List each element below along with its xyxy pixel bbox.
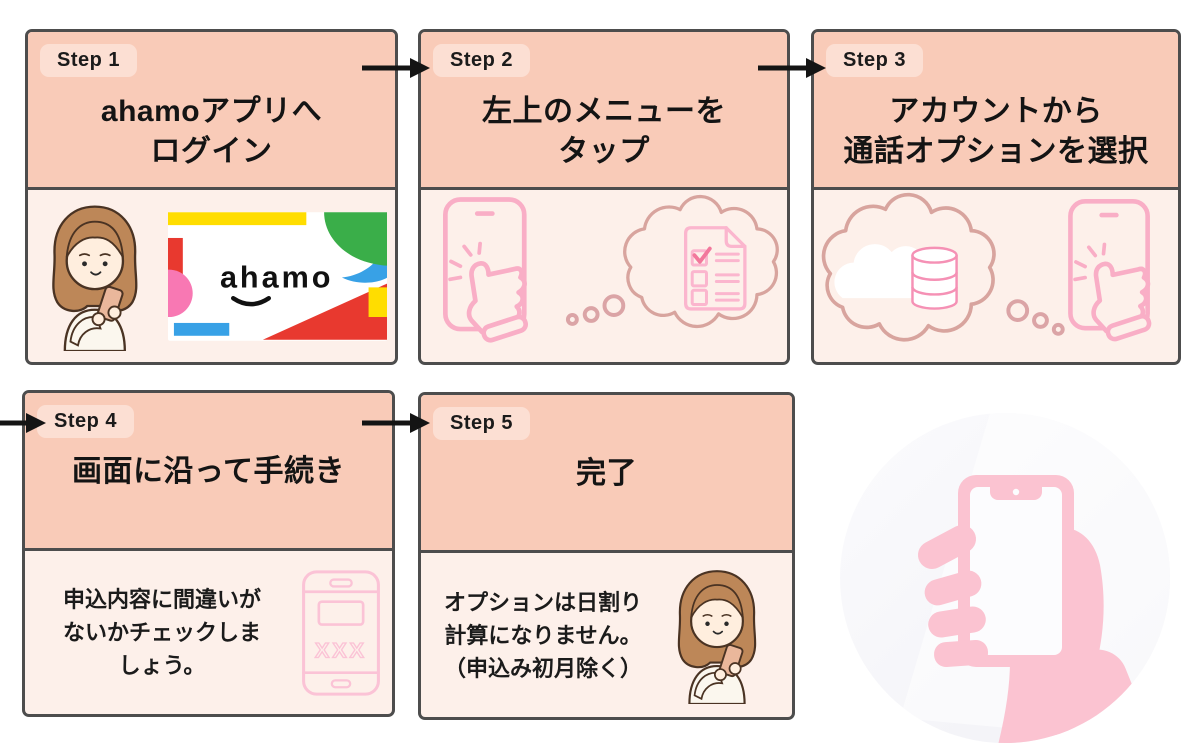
step-3-badge: Step 3 xyxy=(826,44,924,77)
hand-holding-smartphone-circle xyxy=(840,413,1170,743)
phone-confirmation-icon: XXX xyxy=(302,569,380,696)
step-card-5: Step 5 完了 オプションは日割り 計算になりません。 （申込み初月除く） xyxy=(418,392,795,720)
step-5-header: Step 5 完了 xyxy=(421,395,792,553)
arrow-step4-to-step5-icon xyxy=(362,413,430,433)
step-4-note: 申込内容に間違いが ないかチェックしま しょう。 xyxy=(63,587,262,678)
step-4-body: 申込内容に間違いが ないかチェックしま しょう。 XXX xyxy=(25,551,392,714)
arrow-step2-to-step3-icon xyxy=(758,58,826,78)
thought-dots-icon xyxy=(565,294,626,326)
arrow-into-step4-icon xyxy=(0,413,46,433)
step-1-header: Step 1 ahamoアプリへ ログイン xyxy=(28,32,395,190)
thought-bubble-checklist-icon xyxy=(623,194,779,329)
step-5-title: 完了 xyxy=(576,456,637,490)
cloud-database-and-tap-phone-icon xyxy=(821,192,1178,360)
step-2-title: 左上のメニューを タップ xyxy=(482,94,726,168)
step-card-3: Step 3 アカウントから 通話オプションを選択 xyxy=(811,29,1181,365)
step-4-header: Step 4 画面に沿って手続き xyxy=(25,393,392,551)
step-5-body: オプションは日割り 計算になりません。 （申込み初月除く） xyxy=(421,553,792,717)
database-icon xyxy=(911,246,958,310)
checkmark-icon xyxy=(692,246,712,264)
ahamo-logo-text: ahamo xyxy=(220,260,333,294)
step-2-body xyxy=(421,190,787,362)
step-card-4: Step 4 画面に沿って手続き 申込内容に間違いが ないかチェックしま しょう… xyxy=(22,390,395,717)
step-1-title: ahamoアプリへ ログイン xyxy=(100,94,323,168)
phone-screen-label: XXX xyxy=(315,638,367,662)
hand-holding-smartphone-icon xyxy=(840,413,1170,743)
arrow-step1-to-step2-icon xyxy=(362,58,430,78)
woman-using-phone-icon xyxy=(52,205,138,351)
step-3-body xyxy=(814,190,1178,362)
step-4-badge: Step 4 xyxy=(37,405,135,438)
woman-using-phone-icon xyxy=(677,570,757,704)
step-4-title: 画面に沿って手続き xyxy=(72,454,345,488)
step-5-badge: Step 5 xyxy=(433,407,531,440)
step-card-1: Step 1 ahamoアプリへ ログイン ahamo xyxy=(25,29,398,365)
ahamo-logo-card: ahamo xyxy=(167,211,387,341)
step-1-body: ahamo xyxy=(28,190,395,362)
ahamo-smile-icon xyxy=(230,295,271,306)
step-3-title: アカウントから 通話オプションを選択 xyxy=(843,94,1149,168)
step-2-badge: Step 2 xyxy=(433,44,531,77)
step-card-2: Step 2 左上のメニューを タップ xyxy=(418,29,790,365)
step-3-header: Step 3 アカウントから 通話オプションを選択 xyxy=(814,32,1178,190)
step-5-note: オプションは日割り 計算になりません。 （申込み初月除く） xyxy=(443,589,642,681)
step-1-badge: Step 1 xyxy=(40,44,138,77)
tap-phone-and-checklist-bubble-icon xyxy=(421,194,779,360)
thought-dots-icon xyxy=(1006,299,1065,336)
thought-bubble-database-icon xyxy=(821,192,996,342)
step-2-header: Step 2 左上のメニューを タップ xyxy=(421,32,787,190)
